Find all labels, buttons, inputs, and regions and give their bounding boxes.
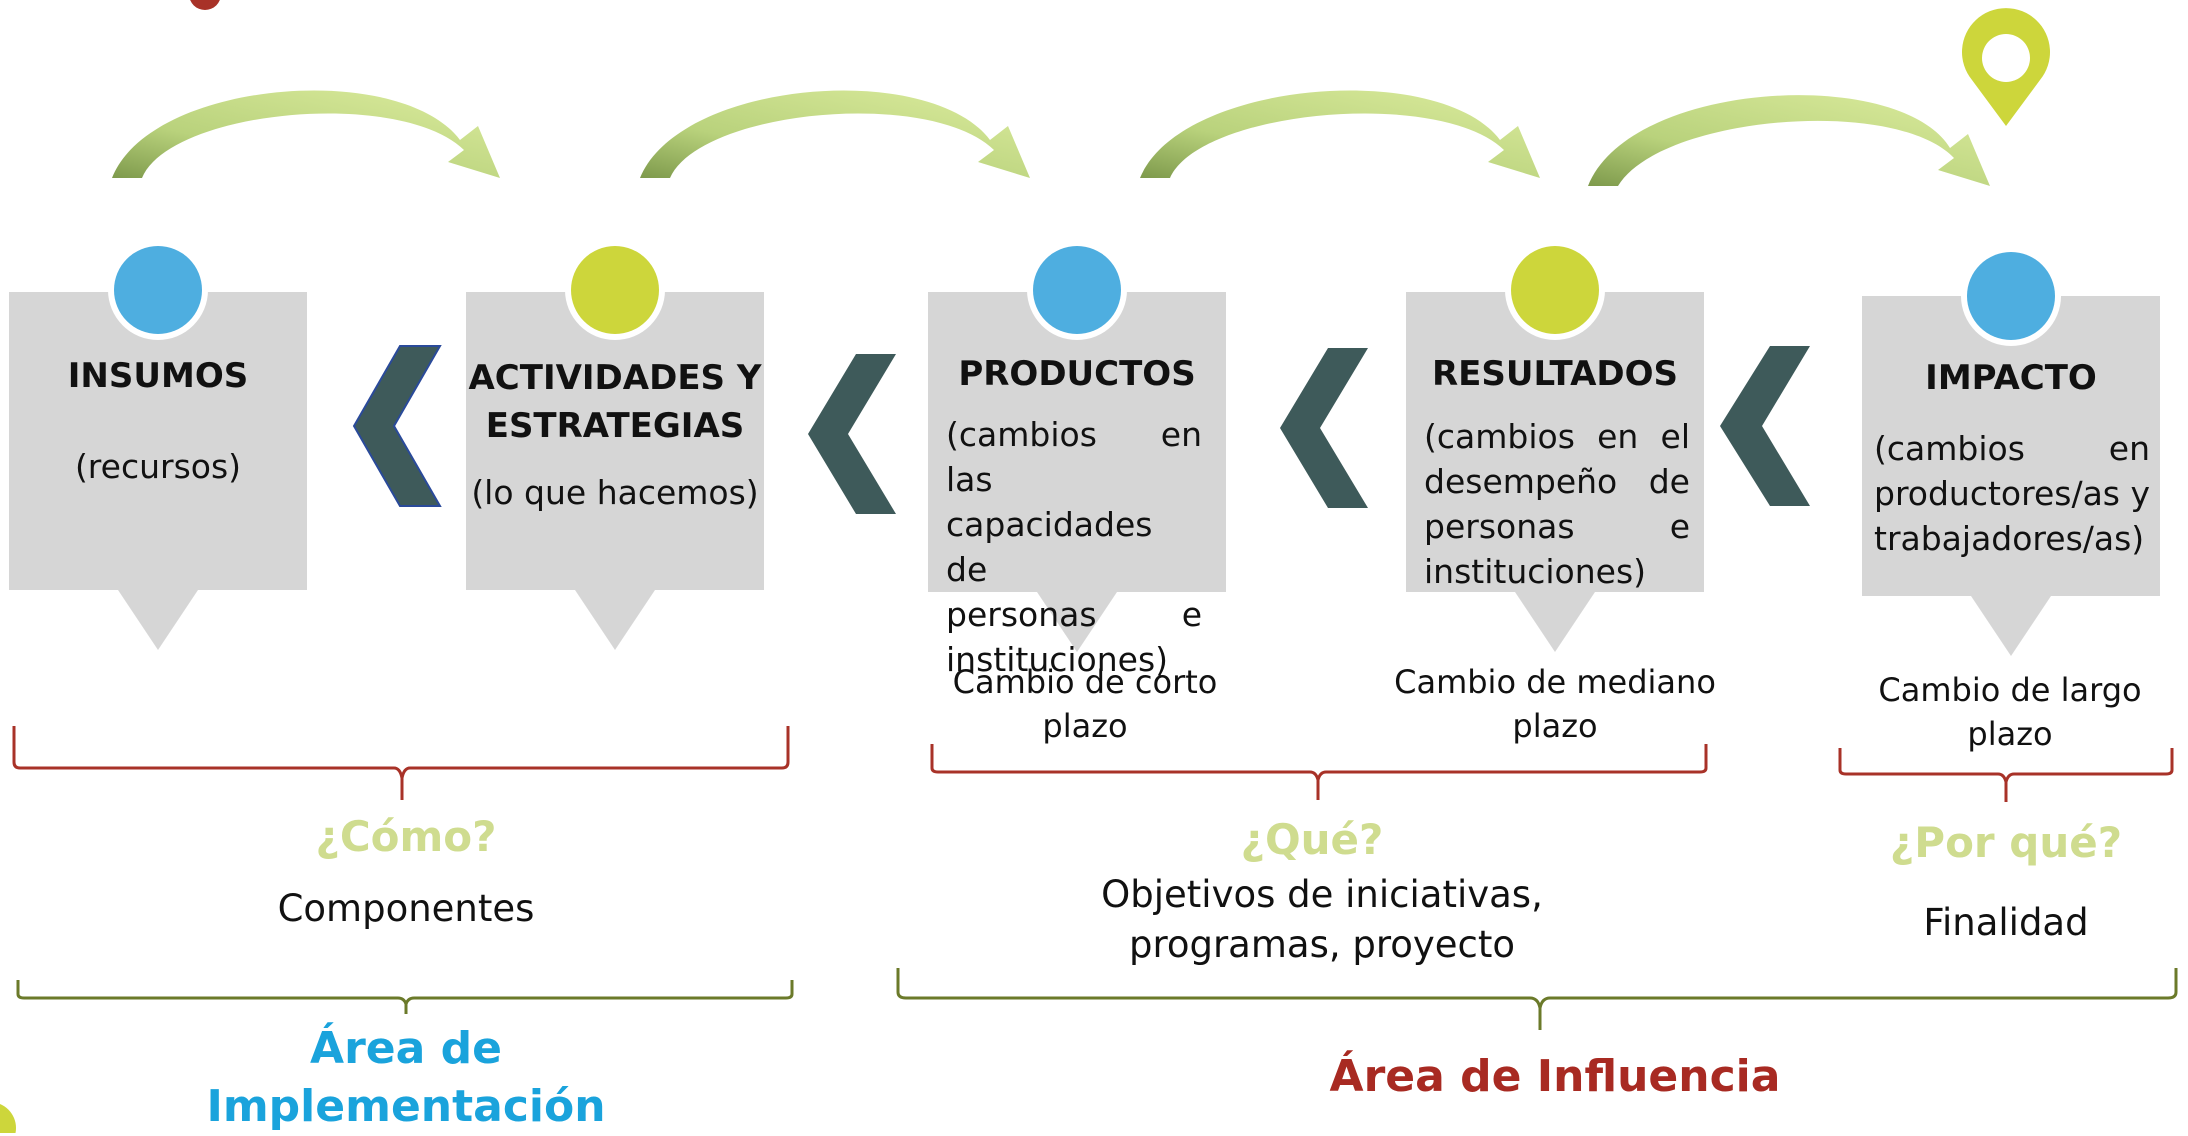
flow-arrows bbox=[112, 90, 1990, 186]
card-desc-resultados: (cambios en el desempeño de personas e i… bbox=[1424, 414, 1690, 594]
card-title-impacto: IMPACTO bbox=[1925, 358, 2097, 398]
area-influence: Área de Influencia bbox=[1329, 1051, 1781, 1102]
card-desc-productos-line3: personas e bbox=[946, 595, 1202, 634]
area-implementation: Área de Implementación bbox=[156, 1020, 656, 1136]
brace-red-purpose bbox=[1838, 748, 2174, 802]
chevron-left-icon-1 bbox=[352, 345, 442, 507]
term-long: Cambio de largo plazo bbox=[1878, 671, 2142, 753]
card-resultados bbox=[1406, 292, 1704, 652]
card-title-productos: PRODUCTOS bbox=[958, 354, 1196, 394]
question-why: ¿Por qué? bbox=[1889, 818, 2123, 867]
card-desc-impacto-line2: productores/as y bbox=[1874, 474, 2151, 513]
card-desc-resultados-line2: desempeño de bbox=[1424, 462, 1690, 501]
card-title-actividades: ACTIVIDADES Y ESTRATEGIAS bbox=[466, 354, 764, 450]
purpose-finality: Finalidad bbox=[1923, 901, 2089, 944]
card-insumos bbox=[9, 292, 307, 650]
curved-arrow-3 bbox=[1140, 90, 1540, 178]
card-circles bbox=[108, 240, 2061, 346]
card-title-actividades-line1: ACTIVIDADES Y bbox=[468, 358, 762, 398]
purpose-components: Componentes bbox=[277, 887, 535, 930]
brace-olive-implementation bbox=[16, 980, 794, 1014]
card-actividades bbox=[466, 292, 764, 650]
purpose-objectives-line1: Objetivos de iniciativas, bbox=[1101, 873, 1543, 916]
card-desc-productos-line1: (cambios en las bbox=[946, 415, 1202, 499]
card-desc-insumos: (recursos) bbox=[74, 447, 242, 486]
purpose-objectives: Objetivos de iniciativas, programas, pro… bbox=[1002, 870, 1642, 970]
red-braces bbox=[12, 726, 2174, 802]
card-desc-resultados-line3: personas e bbox=[1424, 507, 1690, 546]
chevron-left-icon-2 bbox=[808, 354, 896, 514]
chevron-left-icon-3 bbox=[1280, 348, 1368, 508]
cards bbox=[9, 292, 2160, 656]
term-medium: Cambio de mediano plazo bbox=[1394, 663, 1716, 745]
curved-arrow-2 bbox=[640, 90, 1030, 178]
card-desc-productos: (cambios en las capacidades de personas … bbox=[946, 412, 1202, 682]
card-desc-resultados-line4: instituciones) bbox=[1424, 552, 1647, 591]
corner-decoration-top bbox=[190, 0, 220, 10]
location-pin-icon bbox=[1962, 8, 2050, 127]
card-desc-productos-line2: capacidades de bbox=[946, 505, 1153, 589]
brace-red-objectives bbox=[930, 744, 1708, 800]
chevrons bbox=[352, 345, 1810, 514]
corner-decoration-bottom bbox=[0, 1104, 16, 1133]
chevron-left-icon-4 bbox=[1720, 346, 1810, 506]
card-desc-impacto-line3: trabajadores/as) bbox=[1874, 519, 2145, 558]
question-how: ¿Cómo? bbox=[315, 812, 497, 861]
card-desc-actividades: (lo que hacemos) bbox=[471, 473, 759, 512]
card-desc-resultados-line1: (cambios en el bbox=[1424, 417, 1690, 456]
curved-arrow-4 bbox=[1588, 95, 1990, 186]
card-productos bbox=[928, 292, 1226, 652]
brace-olive-influence bbox=[896, 968, 2178, 1030]
question-what: ¿Qué? bbox=[1240, 815, 1384, 864]
card-title-actividades-line2: ESTRATEGIAS bbox=[485, 406, 745, 446]
area-implementation-line2: Implementación bbox=[206, 1081, 606, 1132]
card-desc-impacto: (cambios en productores/as y trabajadore… bbox=[1874, 426, 2150, 561]
purpose-objectives-line2: programas, proyecto bbox=[1128, 923, 1516, 966]
card-desc-productos-line4: instituciones) bbox=[946, 640, 1169, 679]
olive-braces bbox=[16, 968, 2178, 1030]
curved-arrow-1 bbox=[112, 90, 500, 178]
area-implementation-line1: Área de bbox=[310, 1023, 502, 1074]
card-title-resultados: RESULTADOS bbox=[1431, 354, 1679, 394]
term-short: Cambio de corto plazo bbox=[952, 663, 1218, 745]
brace-red-components bbox=[12, 726, 790, 800]
card-desc-impacto-line1: (cambios en bbox=[1874, 429, 2150, 468]
card-title-insumos: INSUMOS bbox=[67, 356, 249, 396]
